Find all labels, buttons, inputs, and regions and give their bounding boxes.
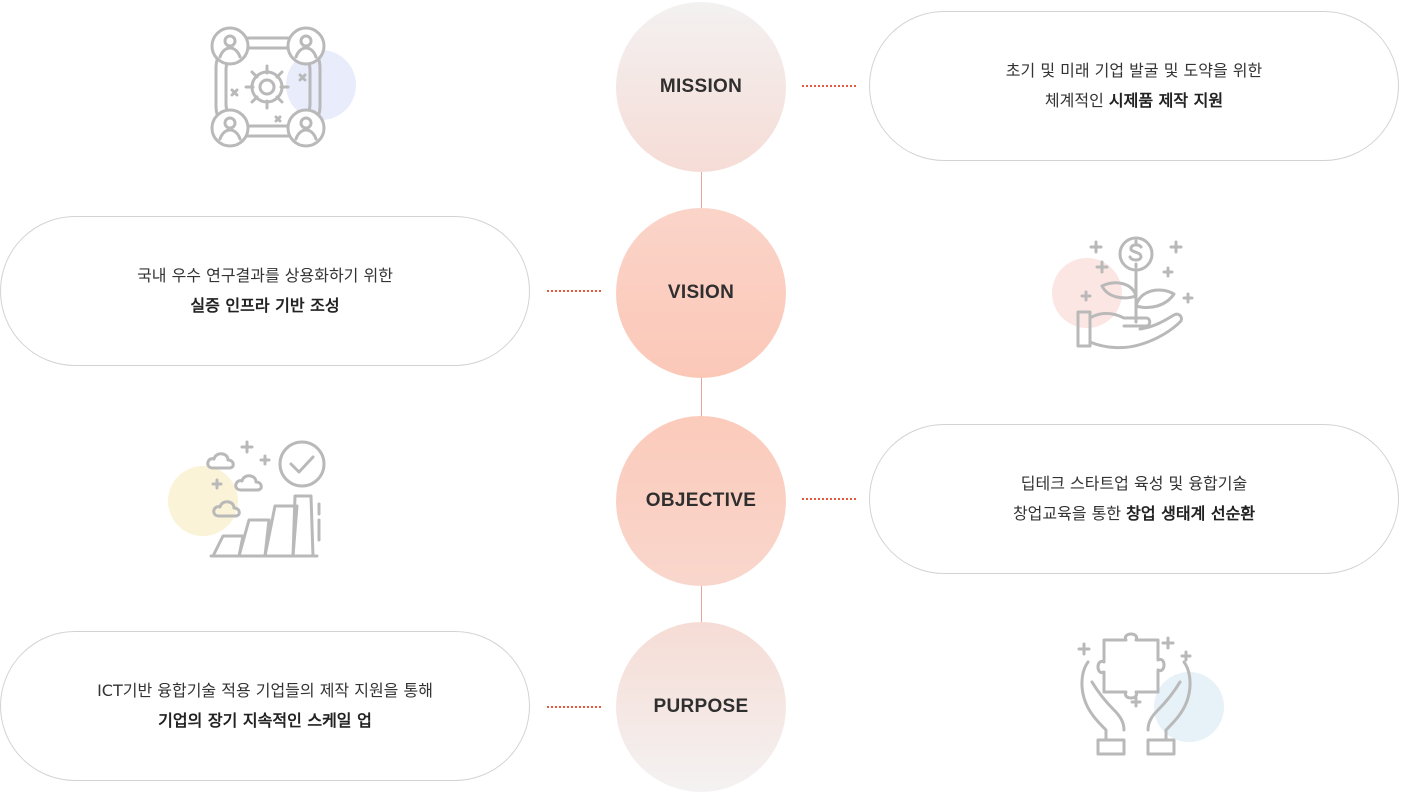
purpose-line1: ICT기반 융합기술 적용 기업들의 제작 지원을 통해 xyxy=(97,681,433,700)
connector-line xyxy=(701,378,702,416)
vision-circle: VISION xyxy=(616,208,786,378)
mission-line2-plain: 체계적인 xyxy=(1044,91,1109,110)
vision-pill: 국내 우수 연구결과를 상용화하기 위한 실증 인프라 기반 조성 xyxy=(0,216,530,366)
vision-line1: 국내 우수 연구결과를 상용화하기 위한 xyxy=(137,266,393,285)
people-gear-icon xyxy=(206,26,330,154)
objective-line1: 딥테크 스타트업 육성 및 융합기술 xyxy=(1020,474,1248,493)
hands-puzzle-icon xyxy=(1074,632,1198,760)
dotted-connector xyxy=(802,498,856,500)
purpose-heading: PURPOSE xyxy=(653,696,749,717)
mission-circle: MISSION xyxy=(616,2,786,172)
vision-line2-bold: 실증 인프라 기반 조성 xyxy=(190,296,340,315)
mission-line2: 체계적인 시제품 제작 지원 xyxy=(1045,86,1223,116)
growth-stairs-check-icon xyxy=(205,438,329,566)
mission-line2-bold: 시제품 제작 지원 xyxy=(1108,91,1224,110)
objective-line2-bold: 창업 생태계 선순환 xyxy=(1126,504,1256,523)
money-plant-hand-icon xyxy=(1076,232,1200,360)
mission-heading: MISSION xyxy=(659,76,743,97)
mission-line1: 초기 및 미래 기업 발굴 및 도약을 위한 xyxy=(1005,61,1263,80)
connector-line xyxy=(701,586,702,622)
mission-pill: 초기 및 미래 기업 발굴 및 도약을 위한 체계적인 시제품 제작 지원 xyxy=(869,11,1399,161)
purpose-circle: PURPOSE xyxy=(616,622,786,792)
objective-circle: OBJECTIVE xyxy=(616,416,786,586)
dotted-connector xyxy=(547,706,601,708)
objective-line2: 창업교육을 통한 창업 생태계 선순환 xyxy=(1013,499,1255,529)
purpose-pill: ICT기반 융합기술 적용 기업들의 제작 지원을 통해 기업의 장기 지속적인… xyxy=(0,631,530,781)
objective-heading: OBJECTIVE xyxy=(645,490,757,511)
connector-line xyxy=(701,172,702,208)
vision-line2: 실증 인프라 기반 조성 xyxy=(190,291,339,321)
dotted-connector xyxy=(547,290,601,292)
objective-line2-plain: 창업교육을 통한 xyxy=(1012,504,1127,523)
purpose-line2: 기업의 장기 지속적인 스케일 업 xyxy=(158,706,372,736)
purpose-line2-bold: 기업의 장기 지속적인 스케일 업 xyxy=(158,711,372,730)
vision-heading: VISION xyxy=(667,282,735,303)
dotted-connector xyxy=(802,85,856,87)
objective-pill: 딥테크 스타트업 육성 및 융합기술 창업교육을 통한 창업 생태계 선순환 xyxy=(869,424,1399,574)
